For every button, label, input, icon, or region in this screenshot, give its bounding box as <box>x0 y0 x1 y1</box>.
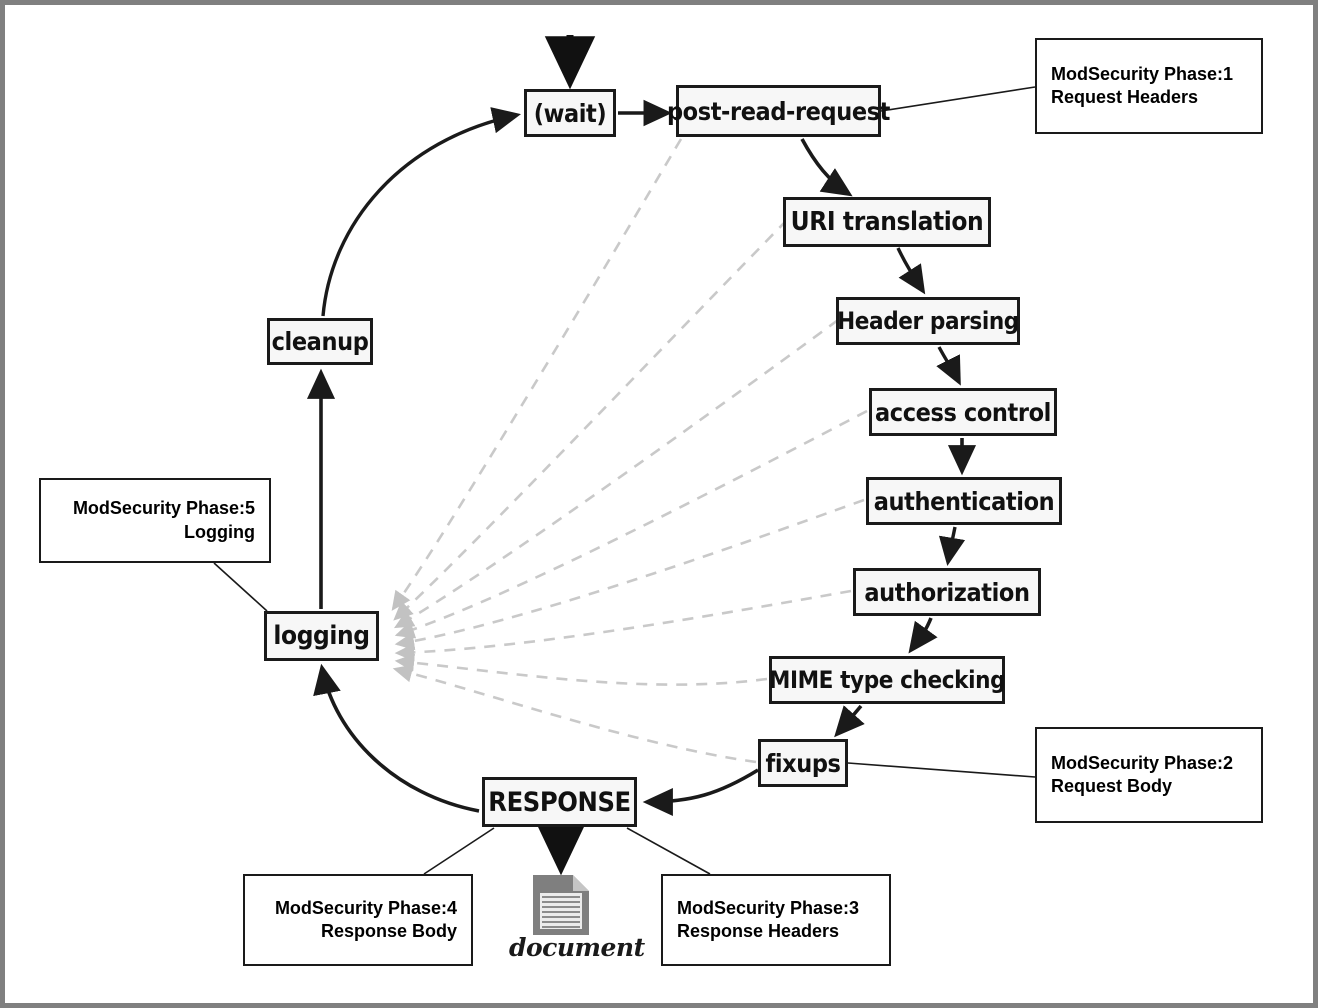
node-authentication[interactable]: authentication <box>866 477 1062 525</box>
node-label: authentication <box>873 486 1055 516</box>
node-mime-type-checking[interactable]: MIME type checking <box>768 656 1006 704</box>
note-modsecurity-phase-3: ModSecurity Phase:3 Response Headers <box>661 874 891 966</box>
document-label: document <box>509 933 645 962</box>
node-label: fixups <box>765 748 841 778</box>
node-wait[interactable]: (wait) <box>524 89 616 137</box>
arrow-cleanup-to-wait <box>321 107 521 317</box>
node-label: (wait) <box>533 98 607 128</box>
arrow-response-to-logging <box>313 663 480 813</box>
arrow-postread-to-uri <box>800 138 853 197</box>
node-label: access control <box>875 397 1051 427</box>
note-modsecurity-phase-4: ModSecurity Phase:4 Response Body <box>243 874 473 966</box>
arrow-mime-to-fixups <box>834 704 865 738</box>
node-fixups[interactable]: fixups <box>758 739 848 787</box>
arrow-fixups-to-response <box>642 768 759 817</box>
node-authorization[interactable]: authorization <box>853 568 1041 616</box>
node-logging[interactable]: logging <box>264 611 379 661</box>
note-line-2: Request Body <box>1051 776 1173 796</box>
node-uri-translation[interactable]: URI translation <box>783 197 991 247</box>
arrow-uri-to-header <box>896 247 926 295</box>
node-label: URI translation <box>790 207 984 237</box>
note-line-1: ModSecurity Phase:4 <box>274 897 457 918</box>
note-line-2: Request Headers <box>1051 87 1199 107</box>
note-line-1: ModSecurity Phase:3 <box>677 897 860 918</box>
note-line-1: ModSecurity Phase:5 <box>72 498 255 519</box>
note-line-1: ModSecurity Phase:2 <box>1051 752 1234 773</box>
note-leader-lines <box>213 86 1036 875</box>
node-access-control[interactable]: access control <box>869 388 1057 436</box>
note-modsecurity-phase-2: ModSecurity Phase:2 Request Body <box>1035 727 1263 823</box>
note-line-2: Logging <box>184 521 255 542</box>
node-label: cleanup <box>271 327 369 356</box>
node-post-read-request[interactable]: post-read-request <box>667 85 890 137</box>
arrow-authz-to-mime <box>908 617 938 654</box>
node-label: post-read-request <box>666 96 891 126</box>
node-label: MIME type checking <box>768 666 1006 694</box>
node-label: logging <box>273 621 370 651</box>
node-header-parsing[interactable]: Header parsing <box>836 297 1020 345</box>
note-line-1: ModSecurity Phase:1 <box>1051 63 1234 84</box>
node-response[interactable]: RESPONSE <box>482 777 637 827</box>
note-modsecurity-phase-1: ModSecurity Phase:1 Request Headers <box>1035 38 1263 134</box>
node-label: authorization <box>864 577 1030 607</box>
note-modsecurity-phase-5: ModSecurity Phase:5 Logging <box>39 478 271 563</box>
note-line-2: Response Body <box>320 921 457 941</box>
node-label: Header parsing <box>837 307 1019 335</box>
node-cleanup[interactable]: cleanup <box>267 318 373 365</box>
note-line-2: Response Headers <box>677 921 840 941</box>
arrow-authn-to-authz <box>938 526 966 567</box>
document-icon <box>533 875 589 935</box>
dashed-logging-links <box>391 138 868 764</box>
arrow-header-to-access <box>936 346 961 386</box>
node-label: RESPONSE <box>488 786 631 818</box>
diagram-connectors <box>213 35 1036 876</box>
